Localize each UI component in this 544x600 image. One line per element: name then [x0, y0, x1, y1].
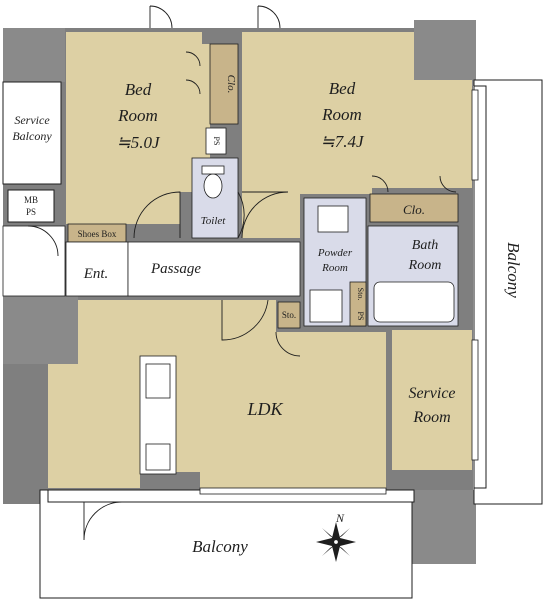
balcony-right: Balcony [473, 79, 543, 505]
storage-2-box [349, 281, 367, 327]
bed-room-1-line1: Bed [125, 80, 152, 99]
door-bedroom1 [133, 191, 181, 239]
door-ldk [221, 299, 269, 341]
closet-1-label: Clo. [225, 75, 237, 94]
ldk: LDK [48, 300, 386, 488]
kitchen-sink-icon [145, 363, 171, 399]
compass-icon: N [316, 511, 356, 562]
ps-box-label: PS [212, 137, 221, 146]
mb-label: MB [24, 195, 38, 205]
ps-label: PS [26, 207, 36, 217]
toilet-bowl-icon [203, 173, 223, 199]
bed-room-1-line2: Room [117, 106, 158, 125]
powder-room-line1: Powder [317, 247, 353, 259]
service-balcony-line2: Balcony [12, 129, 52, 143]
ps-box [205, 127, 227, 155]
door-bedroom2 [241, 191, 289, 239]
ldk-label: LDK [246, 399, 283, 419]
bath-room-line1: Bath [412, 238, 438, 253]
door-storage [275, 331, 301, 357]
door-service-balcony [27, 225, 59, 257]
storage-2-label: Sto. [356, 288, 365, 301]
washer-icon [309, 289, 343, 323]
storage-1-label: Sto. [282, 310, 296, 320]
service-room-line1: Service [408, 385, 455, 402]
entry-vestibule [2, 225, 66, 297]
bed-room-2-line1: Bed [329, 79, 356, 98]
bath-room: Bath Room [367, 225, 459, 327]
balcony-bottom-label: Balcony [192, 537, 248, 556]
doors [27, 5, 457, 541]
closet-2-label: Clo. [403, 202, 425, 217]
closet-2 [369, 193, 459, 223]
service-room-line2: Room [412, 409, 450, 426]
bathtub-icon [373, 281, 455, 323]
service-room: Service Room [392, 330, 472, 470]
entrance-label: Ent. [83, 266, 109, 282]
toilet-tank-icon [201, 165, 225, 175]
powder-room-line2: Room [321, 262, 348, 274]
shoes-box-label: Shoes Box [78, 229, 117, 239]
closet-1 [209, 43, 239, 125]
passage-label: Passage [150, 261, 201, 277]
sink-icon [317, 205, 349, 233]
passage [127, 241, 301, 297]
toilet-room: Toilet [191, 157, 239, 239]
toilet-label: Toilet [201, 215, 227, 227]
bath-room-line2: Room [408, 258, 442, 273]
balcony-right-label: Balcony [504, 242, 523, 298]
bed-room-2: Bed Room ≒7.4J [242, 32, 472, 238]
door-toilet [237, 191, 245, 239]
bed-room-2-area: ≒7.4J [320, 132, 365, 151]
bed-room-1: Bed Room ≒5.0J [66, 32, 210, 224]
windows [199, 89, 479, 495]
entrance [65, 241, 129, 297]
service-balcony-line1: Service [14, 113, 50, 127]
door-bedroom1-window [149, 5, 173, 29]
closet-doors-1 [185, 51, 201, 95]
mb-ps: MB PS [7, 189, 55, 223]
storage-1-box [277, 301, 301, 329]
compass-n-label: N [335, 511, 345, 525]
service-balcony: Service Balcony [2, 81, 62, 185]
bed-room-1-area: ≒5.0J [116, 133, 161, 152]
balcony-bottom: Balcony [39, 489, 415, 599]
closet-doors-2 [371, 175, 457, 193]
stove-icon [145, 443, 171, 471]
door-bedroom2-window [257, 5, 281, 29]
ps-2-label: PS [356, 312, 365, 321]
bed-room-2-line2: Room [321, 105, 362, 124]
door-balcony-bottom [83, 501, 123, 541]
